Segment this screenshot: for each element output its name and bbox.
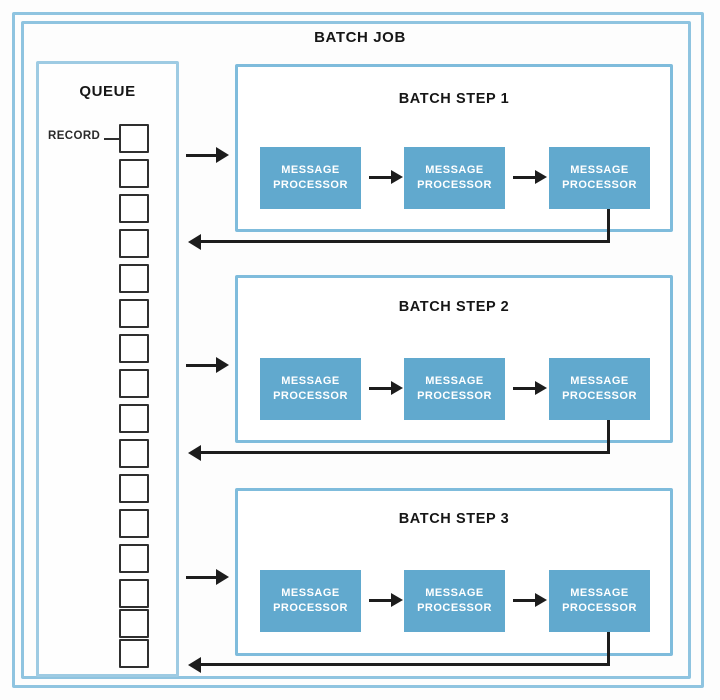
step-1-return-arrow-horizontal — [200, 240, 610, 243]
processor-line-1: MESSAGE — [425, 164, 484, 177]
message-processor[interactable]: MESSAGE PROCESSOR — [549, 358, 650, 420]
processor-line-1: MESSAGE — [281, 375, 340, 388]
message-processor[interactable]: MESSAGE PROCESSOR — [260, 358, 361, 420]
batch-job-frame — [21, 21, 691, 679]
processor-line-2: PROCESSOR — [417, 179, 492, 191]
queue-to-step-2-arrow-line — [186, 364, 218, 367]
processor-line-2: PROCESSOR — [273, 390, 348, 402]
queue-record[interactable] — [119, 299, 149, 328]
message-processor[interactable]: MESSAGE PROCESSOR — [549, 570, 650, 632]
processor-link-arrow-head — [535, 381, 547, 395]
processor-line-2: PROCESSOR — [417, 390, 492, 402]
processor-line-2: PROCESSOR — [417, 602, 492, 614]
queue-record[interactable] — [119, 544, 149, 573]
processor-link-arrow-head — [535, 170, 547, 184]
step-1-return-arrow-vertical — [607, 209, 610, 243]
queue-record[interactable] — [119, 159, 149, 188]
queue-record[interactable] — [119, 509, 149, 538]
queue-record[interactable] — [119, 579, 149, 608]
message-processor[interactable]: MESSAGE PROCESSOR — [260, 570, 361, 632]
processor-link-arrow-line — [369, 387, 393, 390]
record-label: RECORD — [48, 130, 101, 142]
step-2-return-arrow-head — [188, 445, 201, 461]
batch-job-title: BATCH JOB — [314, 29, 406, 46]
processor-link-arrow-line — [369, 176, 393, 179]
queue-record[interactable] — [119, 369, 149, 398]
queue-record[interactable] — [119, 404, 149, 433]
processor-line-2: PROCESSOR — [273, 179, 348, 191]
processor-line-2: PROCESSOR — [562, 602, 637, 614]
step-3-return-arrow-vertical — [607, 632, 610, 666]
batch-step-2-title: BATCH STEP 2 — [398, 299, 510, 315]
queue-record[interactable] — [119, 264, 149, 293]
queue-record[interactable] — [119, 124, 149, 153]
message-processor[interactable]: MESSAGE PROCESSOR — [260, 147, 361, 209]
processor-line-1: MESSAGE — [281, 164, 340, 177]
processor-line-2: PROCESSOR — [273, 602, 348, 614]
queue-record[interactable] — [119, 439, 149, 468]
processor-link-arrow-head — [391, 593, 403, 607]
queue-record[interactable] — [119, 194, 149, 223]
queue-record[interactable] — [119, 639, 149, 668]
queue-to-step-1-arrow-line — [186, 154, 218, 157]
processor-link-arrow-line — [513, 387, 537, 390]
processor-line-1: MESSAGE — [425, 375, 484, 388]
processor-line-2: PROCESSOR — [562, 390, 637, 402]
queue-record[interactable] — [119, 474, 149, 503]
step-2-return-arrow-vertical — [607, 420, 610, 454]
processor-line-1: MESSAGE — [570, 375, 629, 388]
queue-to-step-3-arrow-head — [216, 569, 229, 585]
message-processor[interactable]: MESSAGE PROCESSOR — [404, 147, 505, 209]
processor-link-arrow-line — [369, 599, 393, 602]
processor-line-2: PROCESSOR — [562, 179, 637, 191]
queue-record[interactable] — [119, 229, 149, 258]
queue-frame — [36, 61, 179, 677]
processor-link-arrow-head — [391, 381, 403, 395]
message-processor[interactable]: MESSAGE PROCESSOR — [404, 358, 505, 420]
step-3-return-arrow-horizontal — [200, 663, 610, 666]
queue-to-step-3-arrow-line — [186, 576, 218, 579]
record-connector-line — [104, 138, 120, 140]
processor-link-arrow-line — [513, 176, 537, 179]
processor-link-arrow-line — [513, 599, 537, 602]
processor-line-1: MESSAGE — [425, 587, 484, 600]
queue-to-step-1-arrow-head — [216, 147, 229, 163]
batch-step-1-title: BATCH STEP 1 — [398, 91, 510, 107]
processor-line-1: MESSAGE — [570, 164, 629, 177]
queue-title: QUEUE — [79, 83, 136, 100]
queue-to-step-2-arrow-head — [216, 357, 229, 373]
message-processor[interactable]: MESSAGE PROCESSOR — [549, 147, 650, 209]
step-3-return-arrow-head — [188, 657, 201, 673]
batch-step-3-title: BATCH STEP 3 — [398, 511, 510, 527]
processor-line-1: MESSAGE — [570, 587, 629, 600]
queue-record[interactable] — [119, 609, 149, 638]
processor-line-1: MESSAGE — [281, 587, 340, 600]
outer-frame — [12, 12, 704, 688]
message-processor[interactable]: MESSAGE PROCESSOR — [404, 570, 505, 632]
queue-record[interactable] — [119, 334, 149, 363]
step-2-return-arrow-horizontal — [200, 451, 610, 454]
step-1-return-arrow-head — [188, 234, 201, 250]
processor-link-arrow-head — [535, 593, 547, 607]
processor-link-arrow-head — [391, 170, 403, 184]
